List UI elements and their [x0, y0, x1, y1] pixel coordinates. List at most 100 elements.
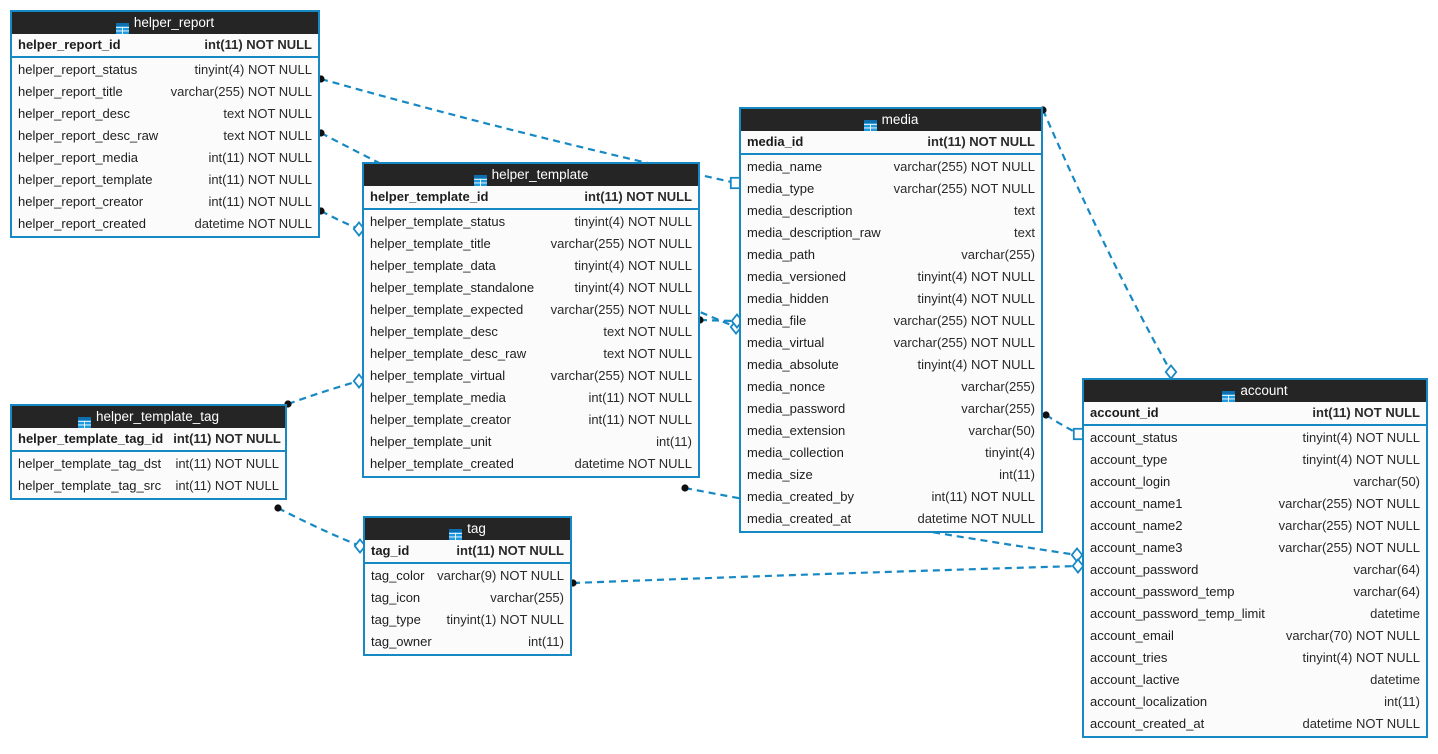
relationship-edge[interactable] — [1042, 411, 1086, 441]
entity-header-helper_template_tag[interactable]: helper_template_tag — [12, 406, 285, 428]
field-type: tinyint(4) NOT NULL — [1302, 452, 1420, 467]
entity-title: media — [881, 112, 919, 128]
field-name: media_description_raw — [747, 225, 881, 240]
relationship-edge[interactable] — [284, 373, 366, 408]
field-type: int(11) — [656, 434, 692, 449]
field-type: text — [1014, 203, 1035, 218]
field-type: datetime NOT NULL — [1302, 716, 1420, 731]
field-row[interactable]: account_created_at datetime NOT NULL — [1084, 713, 1426, 735]
entity-header-helper_report[interactable]: helper_report — [12, 12, 318, 34]
relationship-edge[interactable] — [696, 313, 744, 329]
relationship-edge[interactable] — [317, 207, 366, 237]
entity-header-tag[interactable]: tag — [365, 518, 570, 540]
relationship-edge[interactable] — [569, 558, 1085, 587]
entity-header-helper_template[interactable]: helper_template — [364, 164, 698, 186]
field-name: account_created_at — [1090, 716, 1205, 731]
entity-header-account[interactable]: account — [1084, 380, 1426, 402]
entity-header-media[interactable]: media — [741, 109, 1041, 131]
field-type: text NOT NULL — [603, 346, 692, 361]
field-type: varchar(255) NOT NULL — [550, 302, 692, 317]
relationship-edge[interactable] — [1039, 106, 1178, 380]
field-name: tag_color — [371, 568, 425, 583]
field-name: account_localization — [1090, 694, 1208, 709]
relationship-edge[interactable] — [274, 504, 367, 554]
field-name: account_tries — [1090, 650, 1168, 665]
field-type: varchar(255) — [961, 247, 1035, 262]
edge-source-dot — [1042, 411, 1050, 419]
edge-target-diamond — [1070, 547, 1084, 563]
edge-source-dot — [681, 484, 689, 492]
field-type: varchar(255) — [961, 379, 1035, 394]
